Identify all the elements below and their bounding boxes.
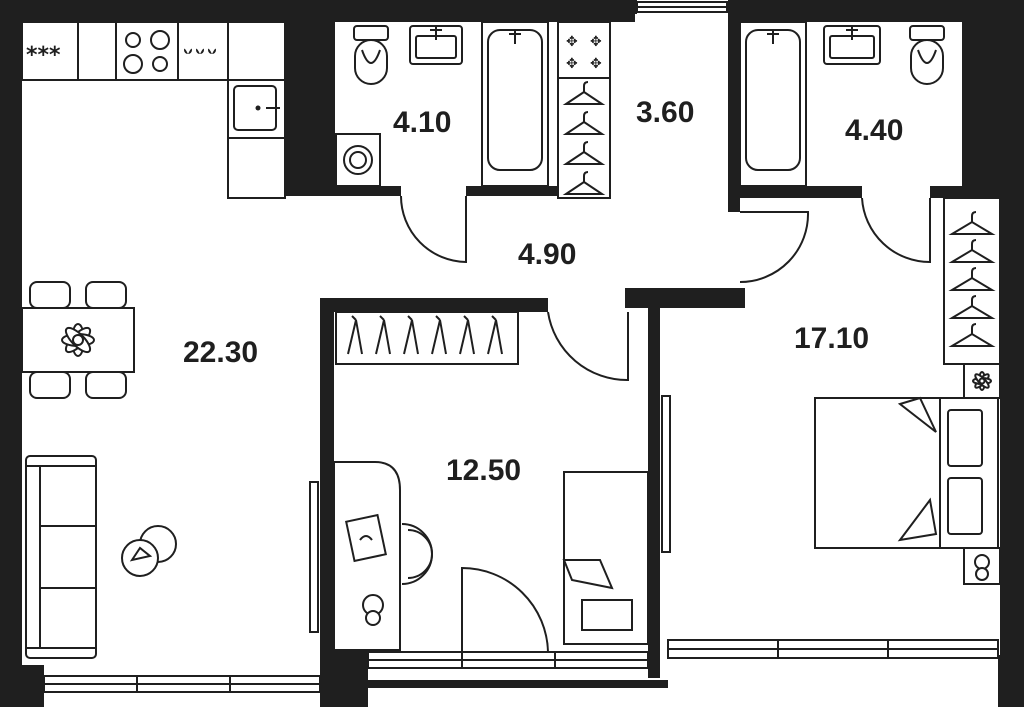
wall-hall-low	[625, 288, 745, 308]
sparkle-icon: ✥ ✥ ✥ ✥	[566, 34, 602, 72]
kitchen-counter-top	[21, 21, 286, 81]
wall-kitchen-bath	[285, 0, 335, 196]
wall-bed-small-left	[320, 298, 334, 707]
lamp-icon	[974, 554, 990, 581]
wall-left	[0, 0, 22, 665]
sofa-body	[25, 455, 97, 659]
wall-bottom-mid	[368, 680, 668, 688]
wall-right	[1000, 196, 1024, 666]
door-closet	[739, 211, 810, 283]
hanger-icon	[347, 315, 503, 355]
door-bed-small	[547, 311, 629, 382]
svg-text:✥: ✥	[590, 34, 602, 50]
wall-bed-divider	[648, 308, 660, 678]
hanger-icon	[948, 211, 996, 347]
bedroom-large	[814, 197, 1001, 585]
bedroom-small	[333, 311, 649, 651]
appliance-marks: ***	[26, 43, 61, 68]
kitchen: ***	[21, 21, 286, 199]
chair-icon	[85, 281, 127, 309]
washbasin-icon	[409, 25, 463, 65]
wall-bath-left-low-b	[466, 186, 558, 196]
wall-bath-right-left	[728, 0, 740, 212]
toilet-icon	[909, 25, 945, 85]
double-bed	[814, 396, 999, 549]
lamp-icon	[121, 525, 177, 577]
drops-icon	[184, 48, 216, 54]
door-bath-left	[400, 195, 467, 264]
area-label-bathroom-right: 4.40	[845, 114, 903, 147]
wall-bath-right-low-b	[930, 186, 1000, 198]
chair-icon	[85, 371, 127, 399]
desk	[333, 461, 433, 651]
chair-icon	[29, 371, 71, 399]
door-bath-right	[861, 197, 931, 264]
bathroom-left	[335, 21, 549, 187]
area-label-bedroom-small: 12.50	[446, 454, 521, 487]
wall-top-right	[728, 0, 1024, 22]
radiator-bedroom	[661, 395, 671, 553]
closet-wardrobe: ✥ ✥ ✥ ✥	[557, 21, 611, 199]
svg-text:✥: ✥	[566, 56, 578, 72]
bathtub-icon	[481, 21, 549, 187]
cooktop-icon	[123, 30, 170, 74]
lamp-icon	[362, 594, 384, 626]
svg-text:✥: ✥	[590, 56, 602, 72]
area-labels: 22.30 4.10 3.60 4.40 4.90 12.50 17.10	[183, 96, 903, 487]
bathroom-right	[739, 21, 945, 187]
wall-hall-corner	[730, 288, 745, 308]
wardrobe-unit	[557, 21, 611, 199]
washing-machine-icon	[335, 133, 381, 187]
wall-bath-right-low-a	[740, 186, 862, 198]
wall-bottom-right-corner	[998, 655, 1024, 707]
single-bed	[562, 471, 649, 645]
wall-bed-small-bl	[334, 650, 368, 707]
office-chair-icon	[401, 523, 433, 585]
area-label-closet: 3.60	[636, 96, 694, 129]
wardrobe-unit	[335, 311, 519, 365]
flower-icon	[972, 371, 992, 391]
toilet-icon	[353, 25, 389, 85]
washbasin-icon	[823, 25, 881, 65]
wall-closet-top	[627, 0, 637, 14]
area-label-hallway: 4.90	[518, 238, 576, 271]
wall-bottom-left-corner	[0, 665, 44, 707]
windows	[43, 1, 999, 693]
notebook-icon	[345, 513, 387, 563]
svg-text:✥: ✥	[566, 34, 578, 50]
wardrobe-unit	[943, 197, 1001, 365]
bathtub-icon	[739, 21, 807, 187]
hanger-icon	[562, 81, 606, 195]
wall-right-upper	[962, 0, 1024, 196]
dining-set	[21, 281, 135, 399]
doors	[400, 195, 931, 653]
wall-bath-left-low-a	[335, 186, 401, 196]
area-label-bedroom-large: 17.10	[794, 322, 869, 355]
sofa	[25, 455, 97, 659]
wall-bed-small-top	[320, 298, 548, 312]
radiator-living	[309, 481, 319, 633]
flower-icon	[61, 323, 95, 357]
area-label-bathroom-left: 4.10	[393, 106, 451, 139]
chair-icon	[29, 281, 71, 309]
door-bed-small-inner	[461, 566, 550, 653]
area-label-kitchen-living: 22.30	[183, 336, 258, 369]
